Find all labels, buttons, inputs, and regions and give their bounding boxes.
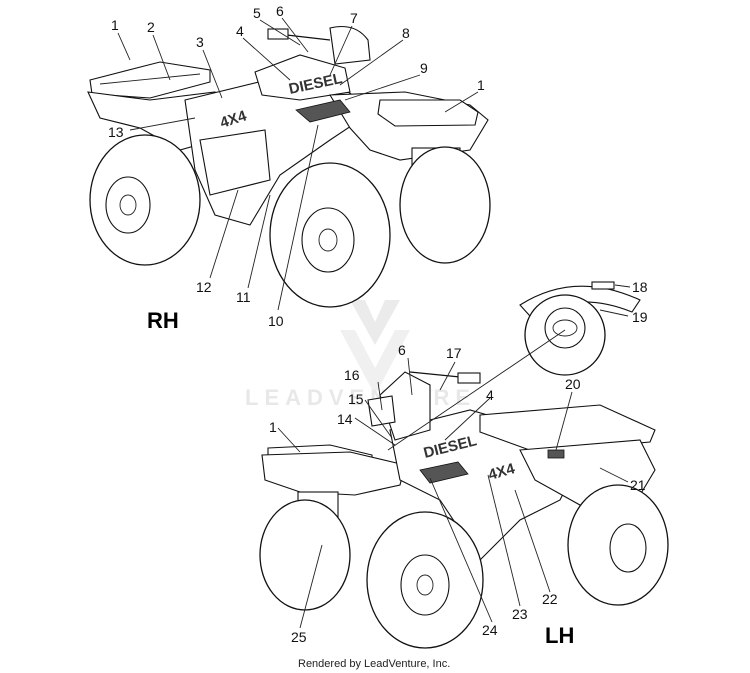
lh-small-decal	[547, 449, 565, 459]
callout-19: 19	[632, 309, 648, 325]
callout-23: 23	[512, 606, 528, 622]
callout-20: 20	[565, 376, 581, 392]
rh-tank	[254, 54, 351, 101]
callout-1c: 1	[269, 419, 277, 435]
credit-text: Rendered by LeadVenture, Inc.	[298, 658, 450, 670]
view-label-lh: LH	[545, 623, 574, 648]
callout-16: 16	[344, 367, 360, 383]
lh-rear-hub	[609, 523, 647, 573]
callout-7: 7	[350, 10, 358, 26]
rh-handle-grip	[267, 28, 289, 40]
callout-1b: 1	[477, 77, 485, 93]
callout-1: 1	[111, 17, 119, 33]
detail-hub	[544, 307, 586, 349]
lh-4x4-decal: 4X4	[486, 460, 517, 484]
lh-tank	[379, 371, 431, 441]
callout-2: 2	[147, 19, 155, 35]
callout-4: 4	[236, 23, 244, 39]
detail-decal-strip	[591, 281, 615, 290]
rh-front-tire-far	[399, 146, 491, 264]
callout-24: 24	[482, 622, 498, 638]
rh-side-panel	[199, 129, 271, 196]
callout-5: 5	[253, 5, 261, 21]
rh-rear-rack	[89, 61, 211, 99]
callout-8: 8	[402, 25, 410, 41]
rh-rear-hub	[105, 176, 151, 234]
callouts: 1 2 3 4 5 6 7 8 9 1 13 12 11 10 18 19 6 …	[108, 3, 648, 645]
lh-rear-rack	[479, 404, 656, 453]
lh-headlight-pod	[367, 395, 396, 427]
callout-17: 17	[446, 345, 462, 361]
wheel-decal-detail	[519, 281, 641, 376]
callout-18: 18	[632, 279, 648, 295]
lh-handle-grip	[457, 372, 481, 384]
callout-21: 21	[630, 477, 646, 493]
callout-14: 14	[337, 411, 353, 427]
leader-lines	[117, 17, 631, 629]
rh-headlight-pod	[329, 25, 371, 65]
atv-lh-illustration: DIESEL 4X4	[259, 371, 669, 649]
callout-11: 11	[236, 289, 251, 305]
callout-9: 9	[420, 60, 428, 76]
watermark-text: LEADVENTURE	[245, 385, 476, 410]
lh-stripe-decal	[419, 461, 469, 484]
callout-22: 22	[542, 591, 558, 607]
callout-13: 13	[108, 124, 124, 140]
callout-3: 3	[196, 34, 204, 50]
callout-6: 6	[276, 3, 284, 19]
callout-15: 15	[348, 391, 364, 407]
lh-front-fender	[261, 451, 406, 496]
callout-4b: 4	[486, 387, 494, 403]
view-label-rh: RH	[147, 308, 179, 333]
rh-stripe-decal	[295, 99, 351, 123]
rh-front-rack	[377, 99, 479, 127]
rh-front-hub-near	[301, 207, 355, 273]
lh-front-hub-near	[400, 554, 450, 616]
atv-rh-illustration: DIESEL 4X4	[87, 25, 491, 308]
callout-10: 10	[268, 313, 284, 329]
callout-25: 25	[291, 629, 307, 645]
callout-12: 12	[196, 279, 212, 295]
lh-front-tire-far	[259, 499, 351, 611]
callout-6b: 6	[398, 342, 406, 358]
watermark: LEADVENTURE	[245, 300, 476, 410]
